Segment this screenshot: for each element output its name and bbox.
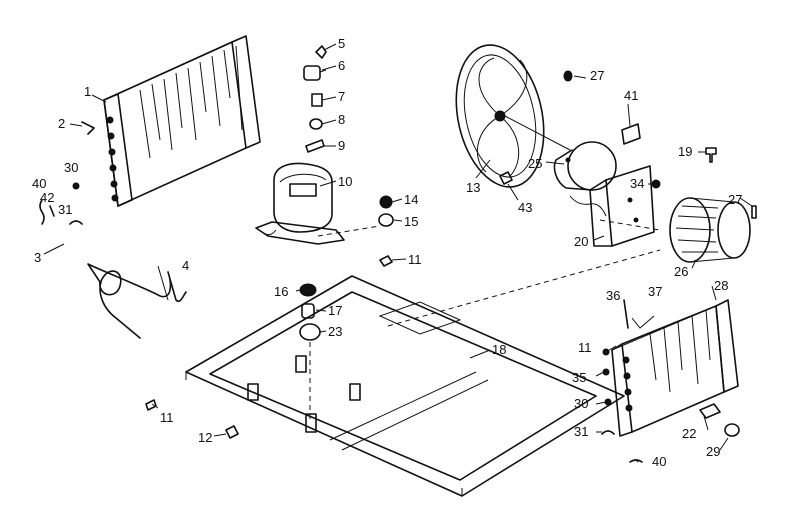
assembly-line-compressor [317, 225, 381, 237]
spring-part-40-left [39, 199, 45, 225]
fan-motor [553, 141, 617, 217]
compressor [255, 162, 345, 245]
clip-part-41 [621, 123, 641, 145]
callout-27-right: 27 [728, 192, 742, 207]
bracket-part-2 [81, 121, 95, 135]
callout-26: 26 [674, 264, 688, 279]
callout-20: 20 [574, 234, 588, 249]
compressor-fittings [303, 45, 327, 153]
callout-41: 41 [624, 88, 638, 103]
callout-23: 23 [328, 324, 342, 339]
callout-11-left: 11 [160, 410, 174, 425]
callout-42: 42 [40, 190, 54, 205]
fitting-part-22 [699, 403, 721, 419]
callout-18: 18 [492, 342, 506, 357]
screw-part-19 [705, 147, 717, 163]
callout-22: 22 [682, 426, 696, 441]
callout-6: 6 [338, 58, 345, 73]
part-36 [623, 299, 629, 329]
grommet-part-14 [379, 195, 393, 209]
leader-lines [43, 43, 753, 463]
callout-40-left: 40 [32, 176, 46, 191]
callout-40-right: 40 [652, 454, 666, 469]
callout-5: 5 [338, 36, 345, 51]
callout-11-right: 11 [578, 340, 592, 355]
screw-part-30 [72, 182, 80, 190]
callout-4: 4 [182, 258, 189, 273]
callout-17: 17 [328, 303, 342, 318]
clip-part-31-right [601, 430, 615, 435]
capillary-tube [87, 263, 187, 339]
callout-14: 14 [404, 192, 418, 207]
callout-10: 10 [338, 174, 352, 189]
nut-part-27-top [563, 70, 573, 82]
motor-mount [589, 165, 655, 247]
callout-7: 7 [338, 89, 345, 104]
evaporator-coil [611, 299, 739, 437]
callout-2: 2 [58, 116, 65, 131]
callout-34: 34 [630, 176, 644, 191]
grommet-part-15 [378, 213, 394, 227]
callout-12: 12 [198, 430, 212, 445]
callout-16: 16 [274, 284, 288, 299]
callout-30-left: 30 [64, 160, 78, 175]
fan-blade [455, 44, 571, 188]
blower-wheel [669, 197, 751, 263]
callout-31-left: 31 [58, 202, 72, 217]
callout-15: 15 [404, 214, 418, 229]
callout-30-right: 30 [574, 396, 588, 411]
callout-13: 13 [466, 180, 480, 195]
callout-36: 36 [606, 288, 620, 303]
part-43 [499, 171, 513, 185]
screw-part-27-right [751, 205, 757, 219]
callout-29: 29 [706, 444, 720, 459]
clip-part-31 [69, 220, 83, 225]
callout-27-top: 27 [590, 68, 604, 83]
callout-11-top: 11 [408, 252, 422, 267]
callout-31-right: 31 [574, 424, 588, 439]
washer-part-34 [651, 179, 661, 189]
callout-1: 1 [84, 84, 91, 99]
callout-3: 3 [34, 250, 41, 265]
callout-37: 37 [648, 284, 662, 299]
washer-part-42 [49, 205, 55, 217]
assembly-line-pan [387, 249, 661, 327]
base-pan [185, 275, 625, 497]
screw-part-12 [225, 425, 239, 439]
callout-8: 8 [338, 112, 345, 127]
nut-part-11-top [379, 255, 393, 267]
callout-25: 25 [528, 156, 542, 171]
callout-19: 19 [678, 144, 692, 159]
screw-part-11-left [145, 399, 157, 411]
callout-28: 28 [714, 278, 728, 293]
callout-9: 9 [338, 138, 345, 153]
callout-35: 35 [572, 370, 586, 385]
callout-43: 43 [518, 200, 532, 215]
condenser-coil [103, 35, 261, 207]
cap-part-29 [724, 423, 740, 437]
assembly-line-bracket [599, 219, 661, 231]
callout-labels: 1 2 3 4 5 6 7 8 9 10 11 11 11 12 13 14 1… [32, 36, 742, 469]
